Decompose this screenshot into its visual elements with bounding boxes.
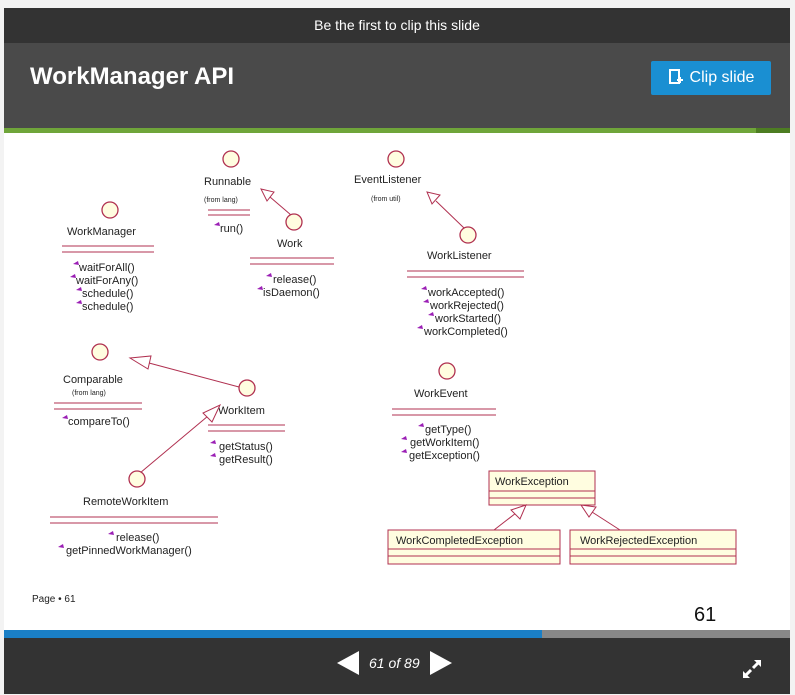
uml-work-item: WorkItem getStatus() getResult() <box>208 379 285 466</box>
slide-header: WorkManager API Clip slide <box>4 43 790 128</box>
workitem-name: WorkItem <box>218 405 265 417</box>
runnable-name: Runnable <box>204 176 251 188</box>
uml-runnable: Runnable (from lang) run() <box>204 150 251 235</box>
slide-page-label: Page • 61 <box>32 594 76 605</box>
uml-work: Work release() isDaemon() <box>250 213 334 299</box>
remoteworkitem-method-2: getPinnedWorkManager() <box>66 545 192 557</box>
workmanager-method-2: waitForAny() <box>75 275 138 287</box>
runnable-from: (from lang) <box>204 197 238 204</box>
remoteworkitem-method-1: release() <box>116 532 159 544</box>
remoteworkitem-name: RemoteWorkItem <box>83 496 168 508</box>
workitem-method-1: getStatus() <box>219 441 273 453</box>
workmanager-name: WorkManager <box>67 226 136 238</box>
work-to-runnable-arrow <box>260 188 292 216</box>
uml-event-listener: EventListener (from util) <box>354 150 422 203</box>
next-slide-icon[interactable] <box>429 651 452 675</box>
exception-inheritance-arrows <box>493 504 621 531</box>
workrejectedexception-name: WorkRejectedException <box>580 535 697 547</box>
uml-remote-work-item: RemoteWorkItem release() getPinnedWorkMa… <box>50 470 218 557</box>
previous-slide-icon[interactable] <box>337 651 359 675</box>
workexception-name: WorkException <box>495 476 569 488</box>
slide-content: .cls{font-size:11px;fill:#222;} .sm{font… <box>4 133 790 630</box>
work-name: Work <box>277 238 303 250</box>
workevent-method-2: getWorkItem() <box>410 437 479 449</box>
uml-work-completed-exception: WorkCompletedException <box>387 529 561 565</box>
slide-page-number: 61 <box>694 604 717 626</box>
uml-diagram: .cls{font-size:11px;fill:#222;} .sm{font… <box>50 150 737 565</box>
worklistener-to-eventlistener-arrow <box>426 191 465 229</box>
clip-icon <box>668 69 683 84</box>
workcompletedexception-name: WorkCompletedException <box>396 535 523 547</box>
slide-title: WorkManager API <box>30 63 235 90</box>
workmanager-method-3: schedule() <box>82 288 133 300</box>
comparable-name: Comparable <box>63 374 123 386</box>
uml-work-rejected-exception: WorkRejectedException <box>569 529 737 565</box>
eventlistener-name: EventListener <box>354 174 422 186</box>
workevent-name: WorkEvent <box>414 388 468 400</box>
pager: 61 of 89 <box>337 651 452 675</box>
clip-prompt-text: Be the first to clip this slide <box>314 17 480 33</box>
clip-prompt-bar[interactable]: Be the first to clip this slide <box>4 8 790 43</box>
slideshow-player: Be the first to clip this slide WorkMana… <box>4 8 790 694</box>
workmanager-method-1: waitForAll() <box>78 262 135 274</box>
uml-work-event: WorkEvent getType() getWorkItem() getExc… <box>392 362 496 462</box>
player-controls: 61 of 89 <box>4 638 790 694</box>
worklistener-method-1: workAccepted() <box>427 287 504 299</box>
comparable-method-1: compareTo() <box>68 416 130 428</box>
worklistener-method-4: workCompleted() <box>423 326 508 338</box>
remoteworkitem-to-workitem-arrow <box>139 403 222 474</box>
work-method-1: release() <box>273 274 316 286</box>
fullscreen-expand-icon[interactable] <box>741 658 763 680</box>
workmanager-method-4: schedule() <box>82 301 133 313</box>
workevent-method-3: getException() <box>409 450 480 462</box>
eventlistener-from: (from util) <box>371 196 401 203</box>
worklistener-method-2: workRejected() <box>429 300 504 312</box>
work-method-2: isDaemon() <box>263 287 320 299</box>
comparable-from: (from lang) <box>72 390 106 397</box>
workevent-method-1: getType() <box>425 424 471 436</box>
clip-slide-label: Clip slide <box>689 69 755 86</box>
worklistener-method-3: workStarted() <box>434 313 501 325</box>
workitem-method-2: getResult() <box>219 454 273 466</box>
slide-progress-fill <box>4 630 543 638</box>
uml-comparable: Comparable (from lang) compareTo() <box>54 343 142 428</box>
header-accent-bar <box>4 128 790 133</box>
uml-work-exception: WorkException <box>488 470 596 506</box>
uml-work-manager: WorkManager waitForAll() waitForAny() sc… <box>62 201 154 313</box>
pager-text: 61 of 89 <box>369 655 420 671</box>
worklistener-name: WorkListener <box>427 250 492 262</box>
clip-slide-button[interactable]: Clip slide <box>651 61 771 95</box>
slide-progress-bar[interactable] <box>4 630 790 638</box>
workitem-to-comparable-arrow <box>128 355 240 388</box>
runnable-method-1: run() <box>220 223 243 235</box>
uml-work-listener: WorkListener workAccepted() workRejected… <box>407 226 524 338</box>
